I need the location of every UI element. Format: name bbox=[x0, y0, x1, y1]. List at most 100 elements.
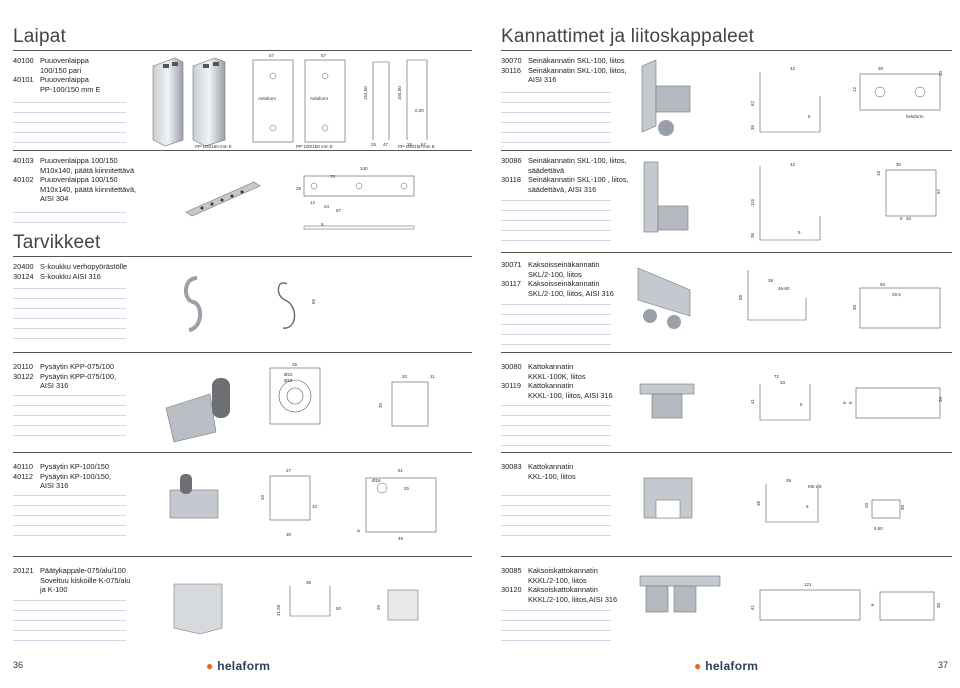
product-code: 30086 bbox=[501, 156, 522, 165]
rule-line bbox=[13, 505, 126, 506]
rule-line bbox=[501, 620, 611, 621]
rule-line bbox=[501, 425, 611, 426]
rule-line bbox=[501, 515, 611, 516]
row-divider bbox=[501, 352, 952, 353]
rule-line bbox=[501, 230, 611, 231]
product-desc: SKL/2-100, liitos, AISI 316 bbox=[528, 288, 614, 298]
dimension-label: 29,5 bbox=[892, 292, 901, 297]
rule-line bbox=[13, 640, 126, 641]
row-divider bbox=[501, 556, 952, 557]
rule-line bbox=[501, 630, 611, 631]
rule-line bbox=[13, 222, 126, 223]
dimension-label: 33 bbox=[260, 494, 265, 500]
product-desc: 100/150 pari bbox=[40, 65, 82, 75]
dimension-label: 27 bbox=[286, 468, 292, 473]
dimension-label: M5 x 8 bbox=[808, 484, 822, 489]
figure-seinakannatin: 42 62 36 6 30 12 10 helaform bbox=[641, 59, 943, 136]
product-desc: Pysäytin KP-100/150 bbox=[40, 462, 110, 471]
rule-line bbox=[13, 328, 126, 329]
product-desc: AISI 316 bbox=[40, 481, 69, 491]
dimension-label: 57 bbox=[269, 54, 275, 58]
rule-line bbox=[501, 200, 611, 201]
figure-caption: PP-100/150 mm E bbox=[296, 144, 333, 149]
product-code: 40102 bbox=[13, 175, 34, 185]
rule-line bbox=[13, 212, 126, 213]
dimension-label: 25 bbox=[376, 604, 381, 610]
dimension-label: 36 bbox=[306, 580, 312, 585]
figure-laippa-m10: 140 70 25 12 34 57 8 bbox=[185, 166, 415, 230]
dimension-label: 12 bbox=[852, 86, 857, 92]
dimension-label: 5 bbox=[798, 230, 801, 235]
title-rule bbox=[13, 50, 472, 51]
dimension-label: 20 bbox=[864, 502, 869, 508]
dimension-label: 40 bbox=[906, 216, 912, 221]
product-desc: AISI 316 bbox=[40, 381, 69, 391]
product-desc: PP-100/150 mm E bbox=[40, 84, 101, 94]
rule-line bbox=[501, 535, 611, 536]
dimension-label: 5 bbox=[806, 504, 809, 509]
product-code: 30070 bbox=[501, 56, 522, 65]
dimension-label: 0,20 bbox=[415, 108, 424, 113]
dimension-label: 6 bbox=[848, 401, 853, 404]
figure-pysaytin-kpp: 25 Ø22 Ø15 20 11 20 bbox=[165, 362, 435, 443]
product-desc: Seinäkannatin SKL-100, liitos, bbox=[528, 156, 627, 165]
product-desc: Seinäkannatin SKL-100, liitos bbox=[528, 56, 625, 65]
dimension-label: 115 bbox=[750, 198, 755, 206]
row-divider bbox=[501, 252, 952, 253]
dimension-label: 30 bbox=[286, 532, 292, 537]
product-code: 30122 bbox=[13, 371, 34, 381]
rule-line bbox=[501, 112, 611, 113]
dimension-label: 11 bbox=[430, 374, 435, 379]
product-desc: KKKL-100, liitos, AISI 316 bbox=[528, 390, 613, 400]
product-code: 30118 bbox=[501, 175, 522, 185]
product-desc: Päätykappale-075/alu/100 bbox=[40, 566, 126, 575]
rule-line bbox=[501, 92, 611, 93]
rule-line bbox=[13, 338, 126, 339]
rule-line bbox=[13, 620, 126, 621]
logo-text: helaform bbox=[705, 659, 759, 673]
rule-line bbox=[13, 298, 126, 299]
dimension-label: 6 bbox=[808, 114, 811, 119]
dimension-label: 36 bbox=[756, 500, 761, 506]
dimension-label: 25 bbox=[371, 142, 377, 147]
dimension-label: 20 bbox=[378, 402, 383, 408]
helaform-logo: ● helaform bbox=[694, 659, 759, 673]
dimension-label: 50 bbox=[336, 606, 342, 611]
rule-line bbox=[13, 318, 126, 319]
product-desc: AISI 304 bbox=[40, 194, 69, 204]
row-divider bbox=[501, 452, 952, 453]
product-desc: Kaksoiskattokannatin bbox=[528, 585, 598, 595]
rule-line bbox=[13, 112, 126, 113]
rule-line bbox=[501, 640, 611, 641]
dimension-label: 68 bbox=[738, 294, 743, 300]
figure-puuovenlaippa: Aelaform 57 Aelaform 57 154,50 104,50 0,… bbox=[152, 54, 428, 147]
figure-kaksoisseinakannatin: 39 46-60 68 93 29,5 30 bbox=[637, 267, 941, 329]
product-desc: Pysäytin KPP-075/100, bbox=[40, 371, 117, 381]
dimension-label: 42 bbox=[790, 66, 796, 71]
dimension-label: 30 bbox=[900, 504, 905, 510]
dimension-label: 47 bbox=[383, 142, 389, 147]
dimension-label: 6 bbox=[870, 603, 875, 606]
dimension-label: Ø15 bbox=[284, 378, 293, 383]
rule-line bbox=[501, 610, 611, 611]
rule-line bbox=[13, 535, 126, 536]
dimension-label: 45 bbox=[398, 536, 404, 541]
rule-line bbox=[13, 308, 126, 309]
rule-line bbox=[501, 324, 611, 325]
product-desc: Kaksoisseinäkannatin bbox=[528, 260, 600, 269]
product-code: 30080 bbox=[501, 362, 522, 371]
product-code: 20110 bbox=[13, 362, 34, 371]
rule-line bbox=[13, 395, 126, 396]
figure-s-koukku: 65 bbox=[184, 276, 316, 332]
product-desc: säädettävä, AISI 316 bbox=[528, 184, 597, 194]
dimension-label: 70 bbox=[330, 174, 336, 179]
product-desc: Puuovenlaippa bbox=[40, 75, 89, 85]
product-desc: KKL-100, liitos bbox=[528, 471, 576, 481]
product-desc: AISI 316 bbox=[528, 75, 557, 85]
product-code: 40103 bbox=[13, 156, 34, 165]
rule-line bbox=[501, 415, 611, 416]
product-code: 30085 bbox=[501, 566, 522, 575]
dimension-label: 25 bbox=[407, 142, 413, 147]
rule-line bbox=[501, 132, 611, 133]
rule-line bbox=[501, 142, 611, 143]
